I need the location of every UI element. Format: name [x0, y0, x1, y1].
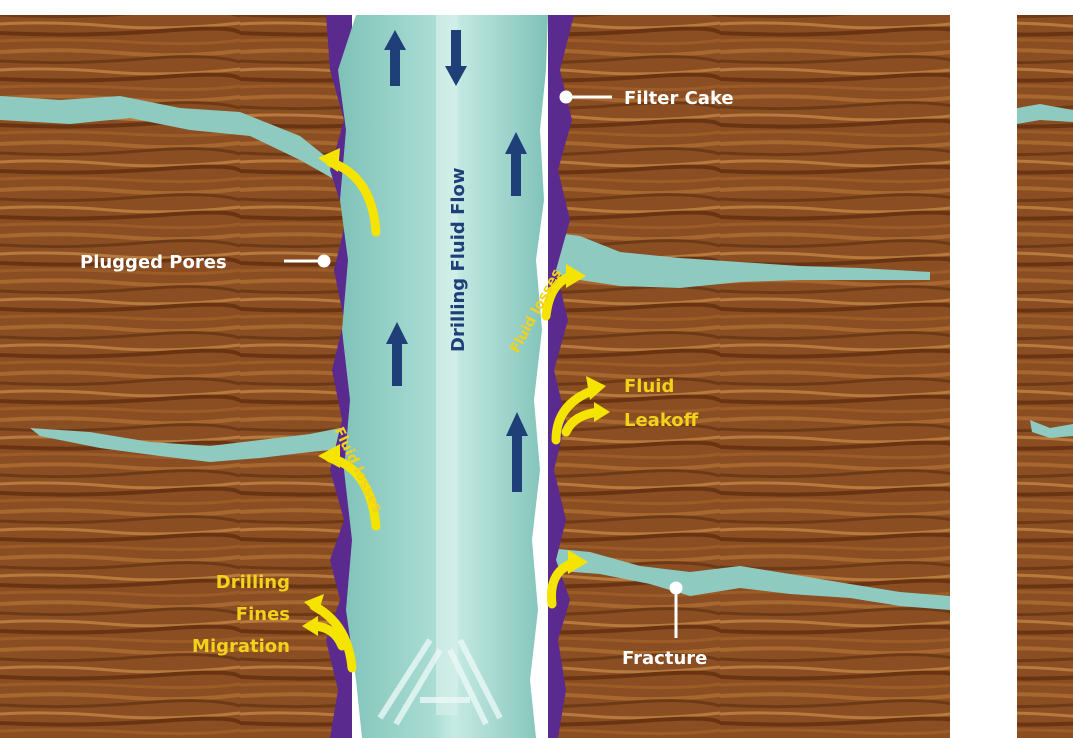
loss-arrowhead-mid-left	[318, 444, 340, 468]
loss-arrowhead-leakoff-2	[594, 402, 610, 422]
fines-label-line1: Drilling	[216, 572, 290, 593]
loss-arrowhead-fines-2	[302, 616, 318, 636]
flow-up-arrow-1	[384, 30, 406, 86]
rock-formation-right	[548, 15, 950, 738]
fracture-lower-right	[548, 548, 950, 610]
filter-cake-right	[548, 15, 574, 738]
fluid-leakoff-label-line2: Leakoff	[624, 410, 699, 431]
fluid-leakoff-label-line1: Fluid	[624, 376, 674, 397]
drilling-fluid-flow-label: Drilling Fluid Flow	[448, 167, 469, 352]
filter-cake-dot	[559, 90, 573, 104]
fracture-label: Fracture	[622, 648, 707, 669]
loss-arrowhead-fracture-right	[568, 550, 588, 574]
flow-up-arrow-2	[505, 132, 527, 196]
loss-arrowhead-leakoff-1	[586, 376, 606, 400]
flow-up-arrow-3	[386, 322, 408, 386]
fracture-upper-right	[548, 232, 930, 288]
second-panel-rock	[1017, 15, 1073, 738]
fines-label-line2: Fines	[236, 604, 290, 625]
loss-arrowhead-upper-left	[318, 148, 340, 172]
second-panel-fracture-2	[1030, 420, 1073, 438]
loss-arrowhead-upper-right	[566, 264, 586, 288]
fracture-mid-left	[30, 426, 352, 462]
filter-cake-label: Filter Cake	[624, 88, 734, 109]
drill-pipe-streak	[436, 15, 458, 715]
flow-up-arrow-4	[506, 412, 528, 492]
loss-arrow-leakoff-1	[551, 385, 599, 445]
fines-label-line3: Migration	[192, 636, 290, 657]
loss-arrow-fines-1	[309, 601, 357, 673]
fracture-dot	[669, 581, 683, 595]
plugged-pores-label: Plugged Pores	[80, 252, 227, 273]
plugged-pores-dot	[317, 254, 331, 268]
drill-bit-streaks	[377, 638, 503, 726]
second-panel-fracture	[1017, 104, 1073, 124]
loss-arrowhead-fines-1	[304, 594, 324, 614]
flow-down-arrow	[445, 30, 467, 86]
fracture-upper-left	[0, 96, 350, 186]
